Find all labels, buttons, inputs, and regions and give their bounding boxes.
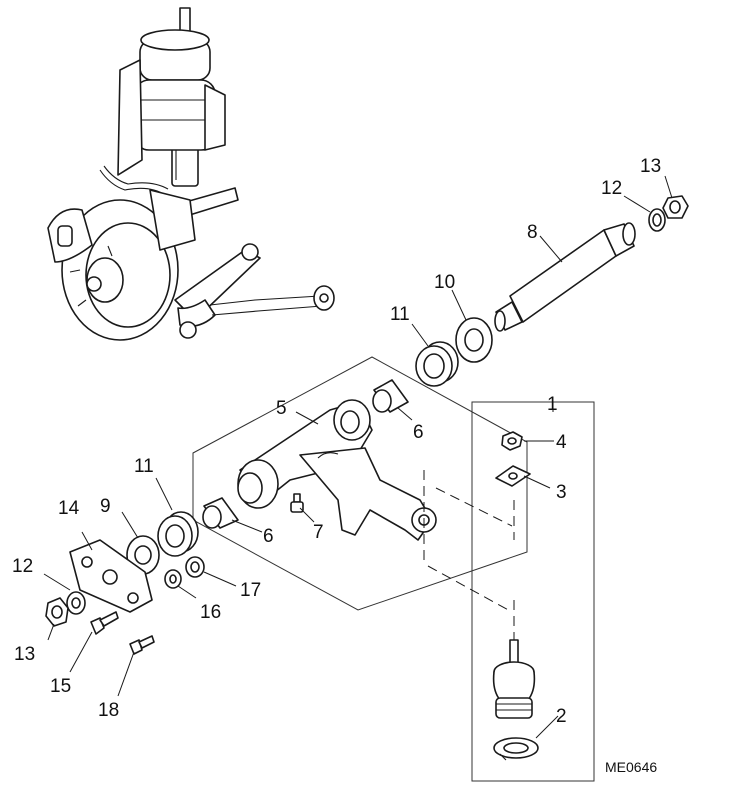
ball-joint-kit-frame — [471, 401, 595, 782]
small-nut — [185, 556, 205, 578]
callout-7: 7 — [313, 522, 324, 543]
callout-17: 17 — [240, 580, 261, 601]
callout-2: 2 — [556, 706, 567, 727]
callout-1: 1 — [547, 394, 558, 415]
washer-upper — [648, 208, 666, 232]
lock-washer — [495, 465, 531, 487]
callout-12-lower: 12 — [12, 556, 33, 577]
callout-numbers: 1 2 3 4 5 6 6 7 8 9 10 11 11 12 12 13 13… — [12, 156, 661, 727]
callout-5: 5 — [276, 398, 287, 419]
callout-13-upper: 13 — [640, 156, 661, 177]
callout-10: 10 — [434, 272, 455, 293]
washer-lower — [66, 591, 86, 615]
callout-11-lower: 11 — [134, 456, 154, 477]
callout-4: 4 — [556, 432, 567, 453]
seal-upper — [415, 341, 459, 387]
callout-15: 15 — [50, 676, 71, 697]
alignment-lines — [423, 470, 515, 640]
callout-12-upper: 12 — [601, 178, 622, 199]
suspension-assembly-overview — [47, 7, 335, 341]
seal-lower — [157, 511, 199, 557]
thrust-washer-upper — [455, 317, 493, 363]
retaining-plate — [69, 539, 153, 613]
callout-16: 16 — [200, 602, 221, 623]
bush-upper — [372, 379, 409, 413]
spring-washer — [493, 737, 539, 761]
reference-code: ME0646 — [605, 759, 657, 775]
ball-joint — [492, 639, 536, 719]
callout-13-lower: 13 — [14, 644, 35, 665]
callout-11-upper: 11 — [390, 304, 410, 325]
callout-9: 9 — [100, 496, 111, 517]
nut-upper — [662, 195, 689, 219]
callout-6-upper: 6 — [413, 422, 424, 443]
leader-lines — [43, 175, 673, 739]
lower-arm — [237, 399, 437, 541]
grease-nipple — [290, 493, 304, 513]
callout-8: 8 — [527, 222, 538, 243]
bush-lower — [202, 497, 239, 529]
nut-lower — [45, 597, 69, 627]
pivot-shaft — [494, 222, 636, 332]
ball-joint-nut — [501, 431, 523, 451]
callout-6-lower: 6 — [263, 526, 274, 547]
bolt-18 — [129, 635, 155, 655]
bolt-15 — [90, 611, 119, 635]
spacer-washer — [164, 569, 182, 589]
callout-3: 3 — [556, 482, 567, 503]
callout-18: 18 — [98, 700, 119, 721]
callout-14: 14 — [58, 498, 80, 519]
